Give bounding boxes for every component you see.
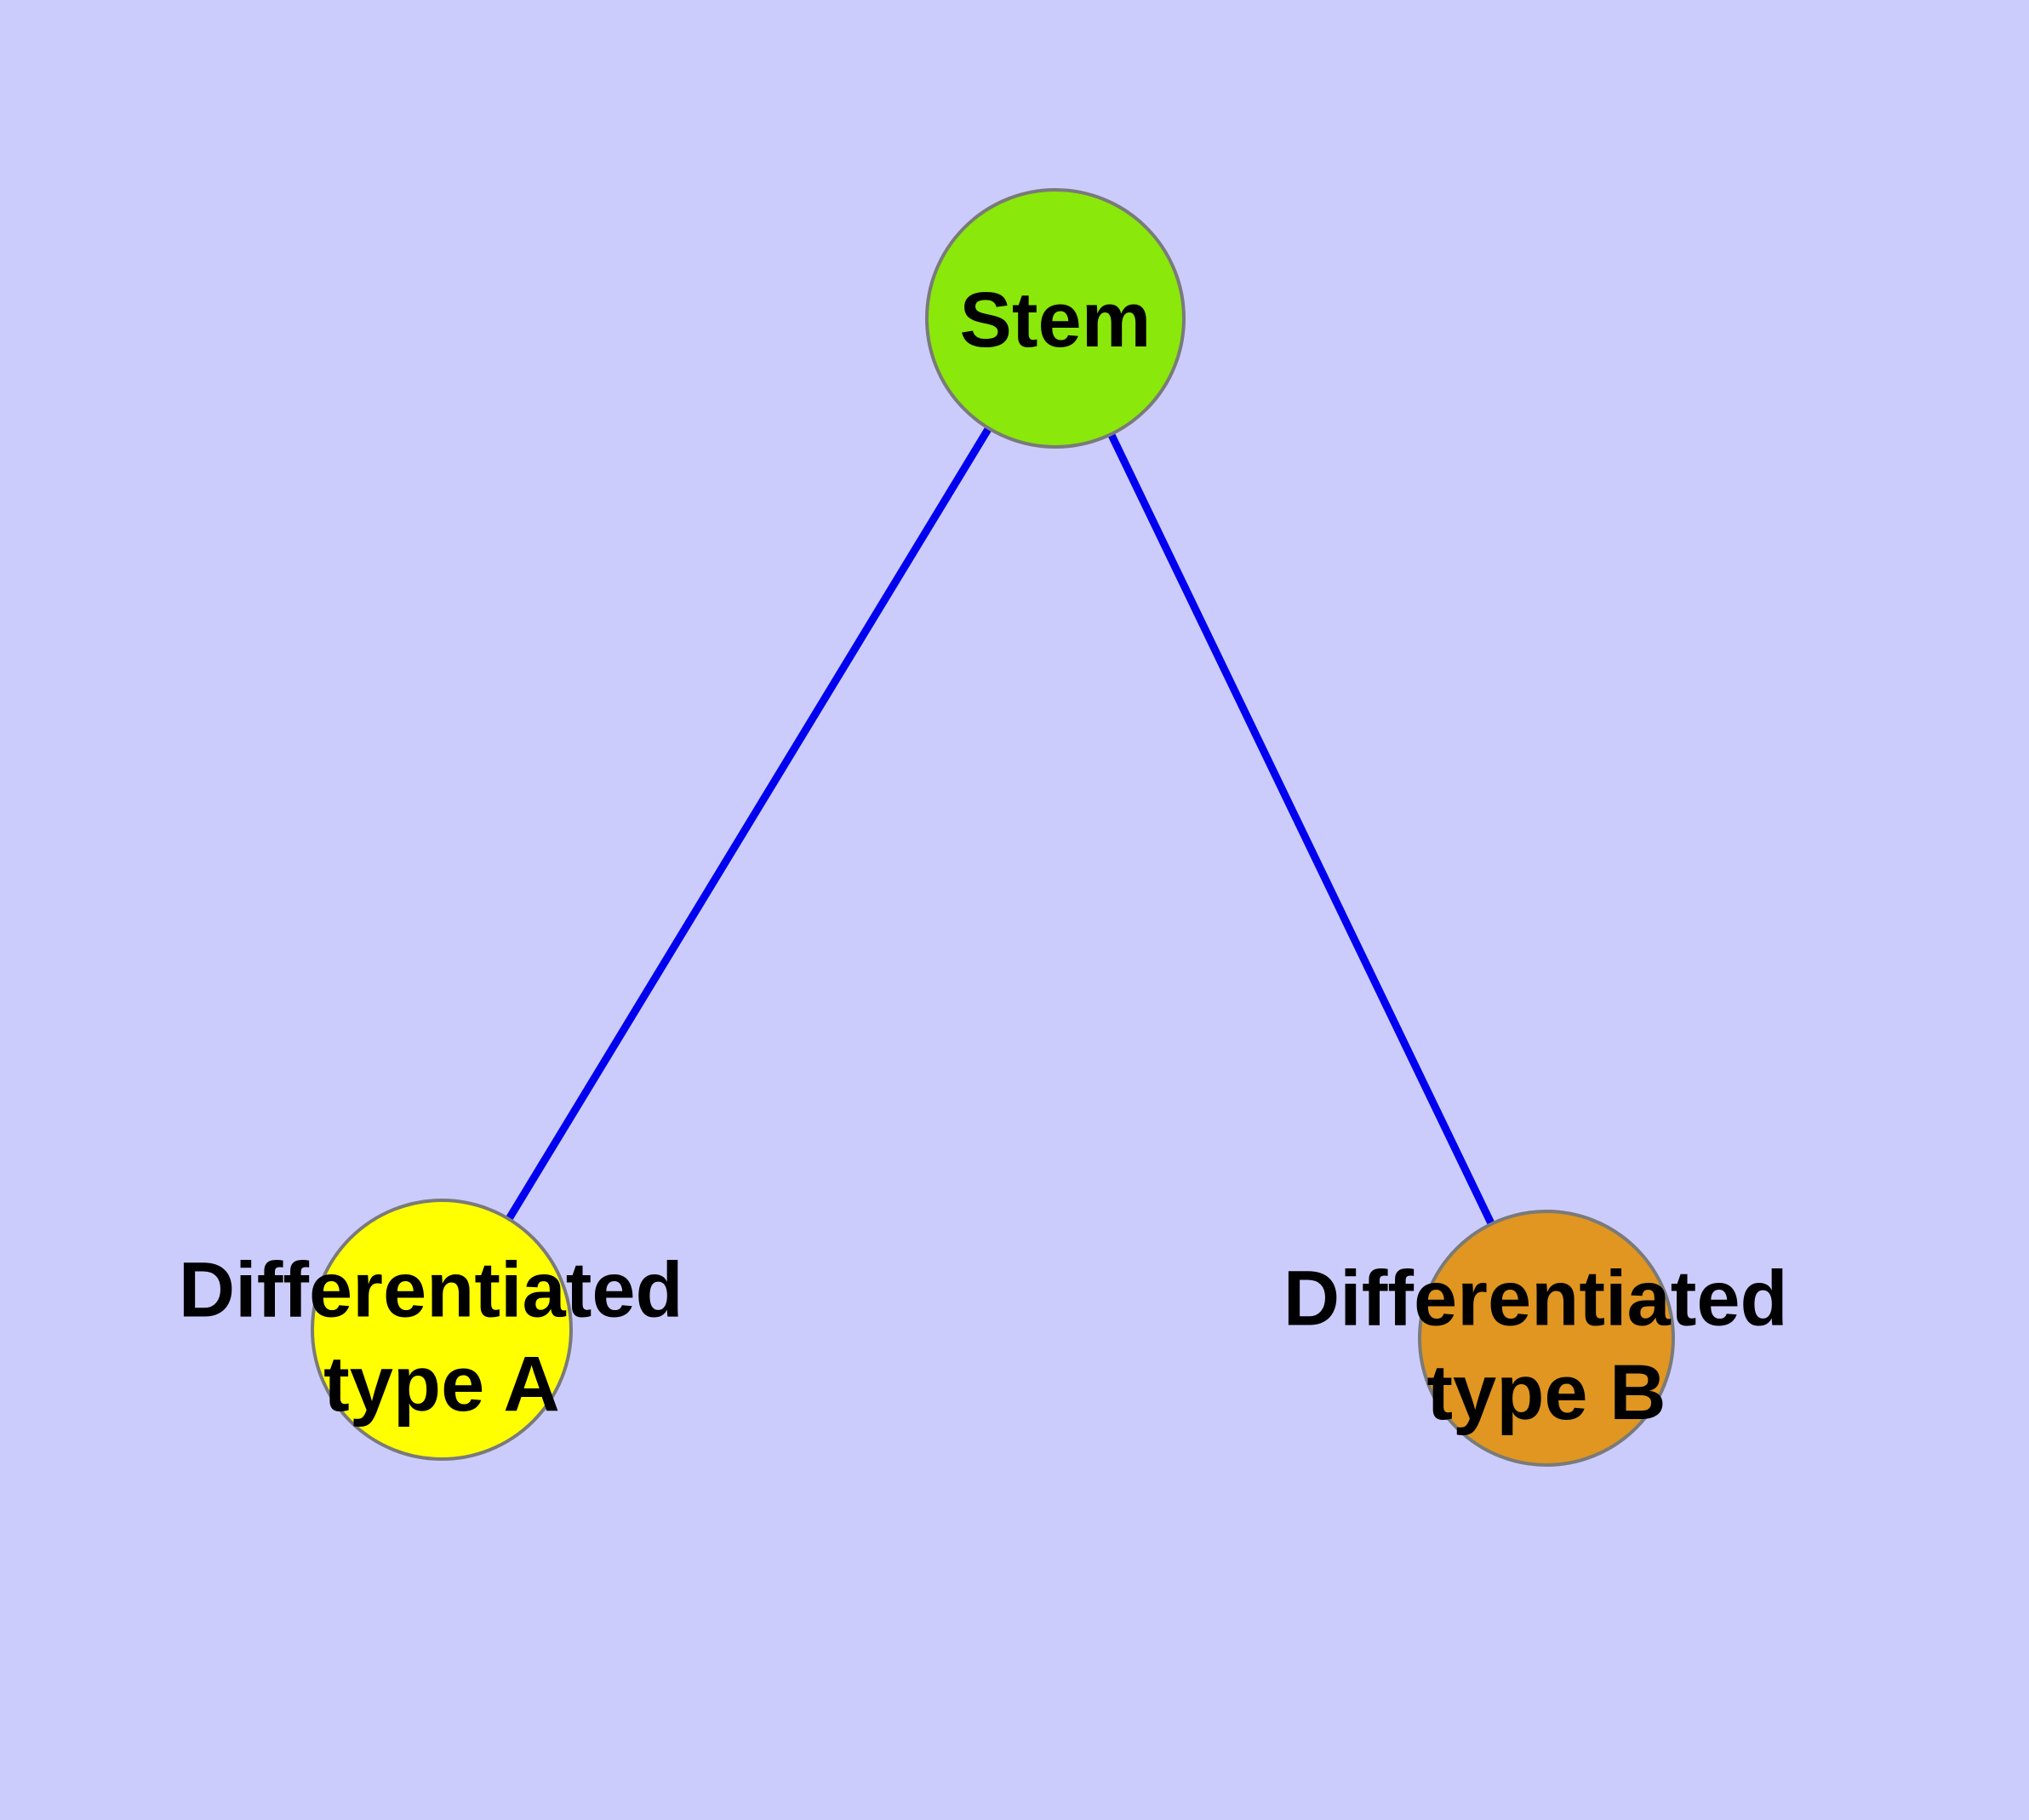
node-differentiated-type-b-label-line-1: Differentiated — [1283, 1255, 1788, 1342]
node-stem-label-line-1: Stem — [960, 277, 1152, 363]
edges-layer — [438, 316, 1551, 1340]
node-differentiated-type-a-label-line-1: Differentiated — [179, 1246, 683, 1333]
node-differentiated-type-a-label-line-2: type A — [323, 1341, 560, 1428]
node-differentiated-type-b-label: Differentiated type B — [1283, 1255, 1810, 1435]
node-differentiated-type-a-label: Differentiated type A — [179, 1246, 706, 1427]
nodes-layer — [311, 188, 1675, 1467]
node-differentiated-type-b-label-line-2: type B — [1426, 1349, 1666, 1436]
edge-stem-to-type-b — [1051, 317, 1551, 1340]
node-differentiated-type-b — [1418, 1210, 1675, 1467]
labels-layer: Stem Differentiated type A Differentiate… — [179, 277, 1810, 1436]
edge-stem-to-type-a — [438, 316, 1059, 1332]
node-stem-label: Stem — [960, 277, 1152, 363]
node-differentiated-type-a — [311, 1199, 573, 1461]
node-stem — [925, 188, 1186, 449]
